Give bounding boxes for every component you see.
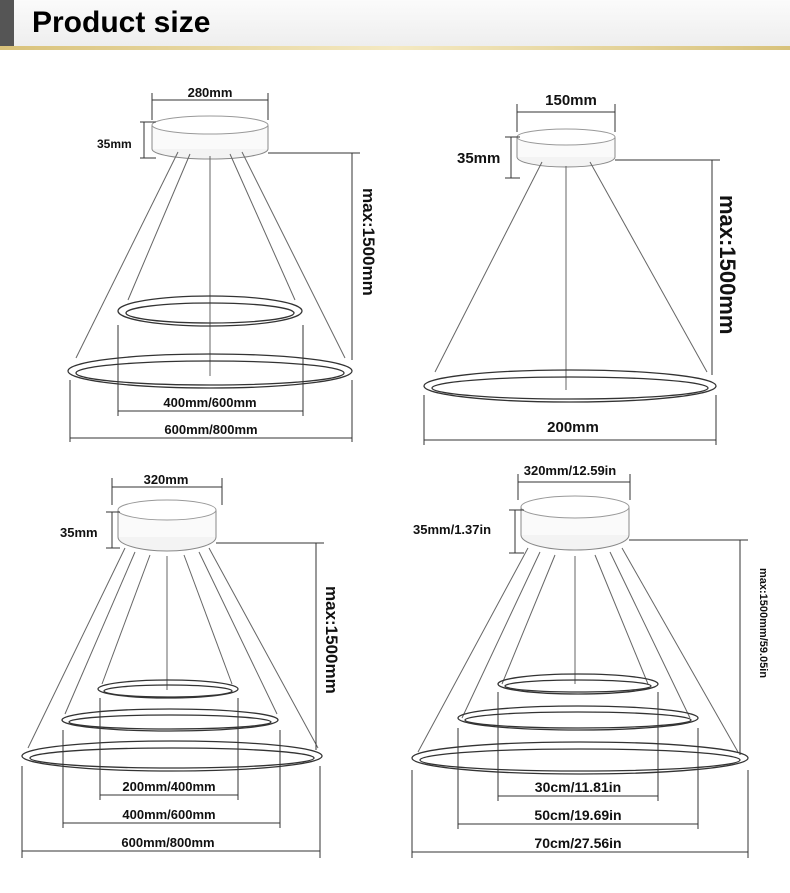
canopy xyxy=(520,495,630,551)
page-title: Product size xyxy=(32,6,211,39)
ring-size-label-2: 400mm/600mm xyxy=(122,807,215,822)
diagram-three-ring-dual-units: 320mm/12.59in 35mm/1.37in max:1500m xyxy=(411,463,769,858)
canopy-width-label: 280mm xyxy=(188,85,233,100)
canopy xyxy=(516,128,616,168)
max-height-label: max:1500mm xyxy=(359,188,378,296)
ring-large xyxy=(21,740,323,772)
canopy-height-label: 35mm/1.37in xyxy=(413,522,491,537)
ring-large xyxy=(67,353,353,389)
header-accent-bar xyxy=(0,0,14,46)
diagram-two-ring: 280mm 35mm max:1500mm 400mm/600mm xyxy=(67,85,378,442)
suspension-wires xyxy=(75,151,346,376)
suspension-wires xyxy=(434,161,708,390)
ring-small xyxy=(97,679,239,699)
ring-size-label-2: 600mm/800mm xyxy=(164,422,257,437)
diagram-one-ring: 150mm 35mm max:1500mm 200mm xyxy=(423,92,740,445)
max-height-label: max:1500mm xyxy=(322,586,341,694)
canopy-width-label: 320mm xyxy=(144,472,189,487)
ring-size-label-1: 400mm/600mm xyxy=(163,395,256,410)
canopy-height-label: 35mm xyxy=(457,150,500,167)
ring-size-label-1: 30cm/11.81in xyxy=(535,779,621,795)
ring-medium xyxy=(457,705,699,731)
max-height-label: max:1500mm/59.05in xyxy=(757,568,769,678)
canopy xyxy=(151,115,269,160)
canopy xyxy=(117,499,217,552)
ring-size-label-1: 200mm/400mm xyxy=(122,779,215,794)
ring-size-label-3: 70cm/27.56in xyxy=(534,835,621,851)
ring xyxy=(423,369,717,403)
ring-size-label-1: 200mm xyxy=(547,419,599,436)
header-divider xyxy=(0,46,790,50)
header-background xyxy=(0,0,790,46)
suspension-wires xyxy=(27,547,319,749)
ring-small xyxy=(497,673,659,695)
max-height-label: max:1500mm xyxy=(715,195,740,334)
canopy-width-label: 320mm/12.59in xyxy=(524,463,617,478)
canopy-height-label: 35mm xyxy=(60,525,98,540)
canopy-height-label: 35mm xyxy=(97,137,132,151)
diagram-three-ring: 320mm 35mm max:1500mm xyxy=(21,472,341,858)
ring-medium xyxy=(61,708,279,732)
ring-large xyxy=(411,741,749,775)
canopy-width-label: 150mm xyxy=(545,92,597,109)
ring-size-label-3: 600mm/800mm xyxy=(121,835,214,850)
ring-small xyxy=(117,295,303,327)
header-banner: Product size xyxy=(0,0,790,50)
suspension-wires xyxy=(417,547,739,753)
ring-size-label-2: 50cm/19.69in xyxy=(534,807,621,823)
size-diagrams: 280mm 35mm max:1500mm 400mm/600mm xyxy=(21,85,769,858)
